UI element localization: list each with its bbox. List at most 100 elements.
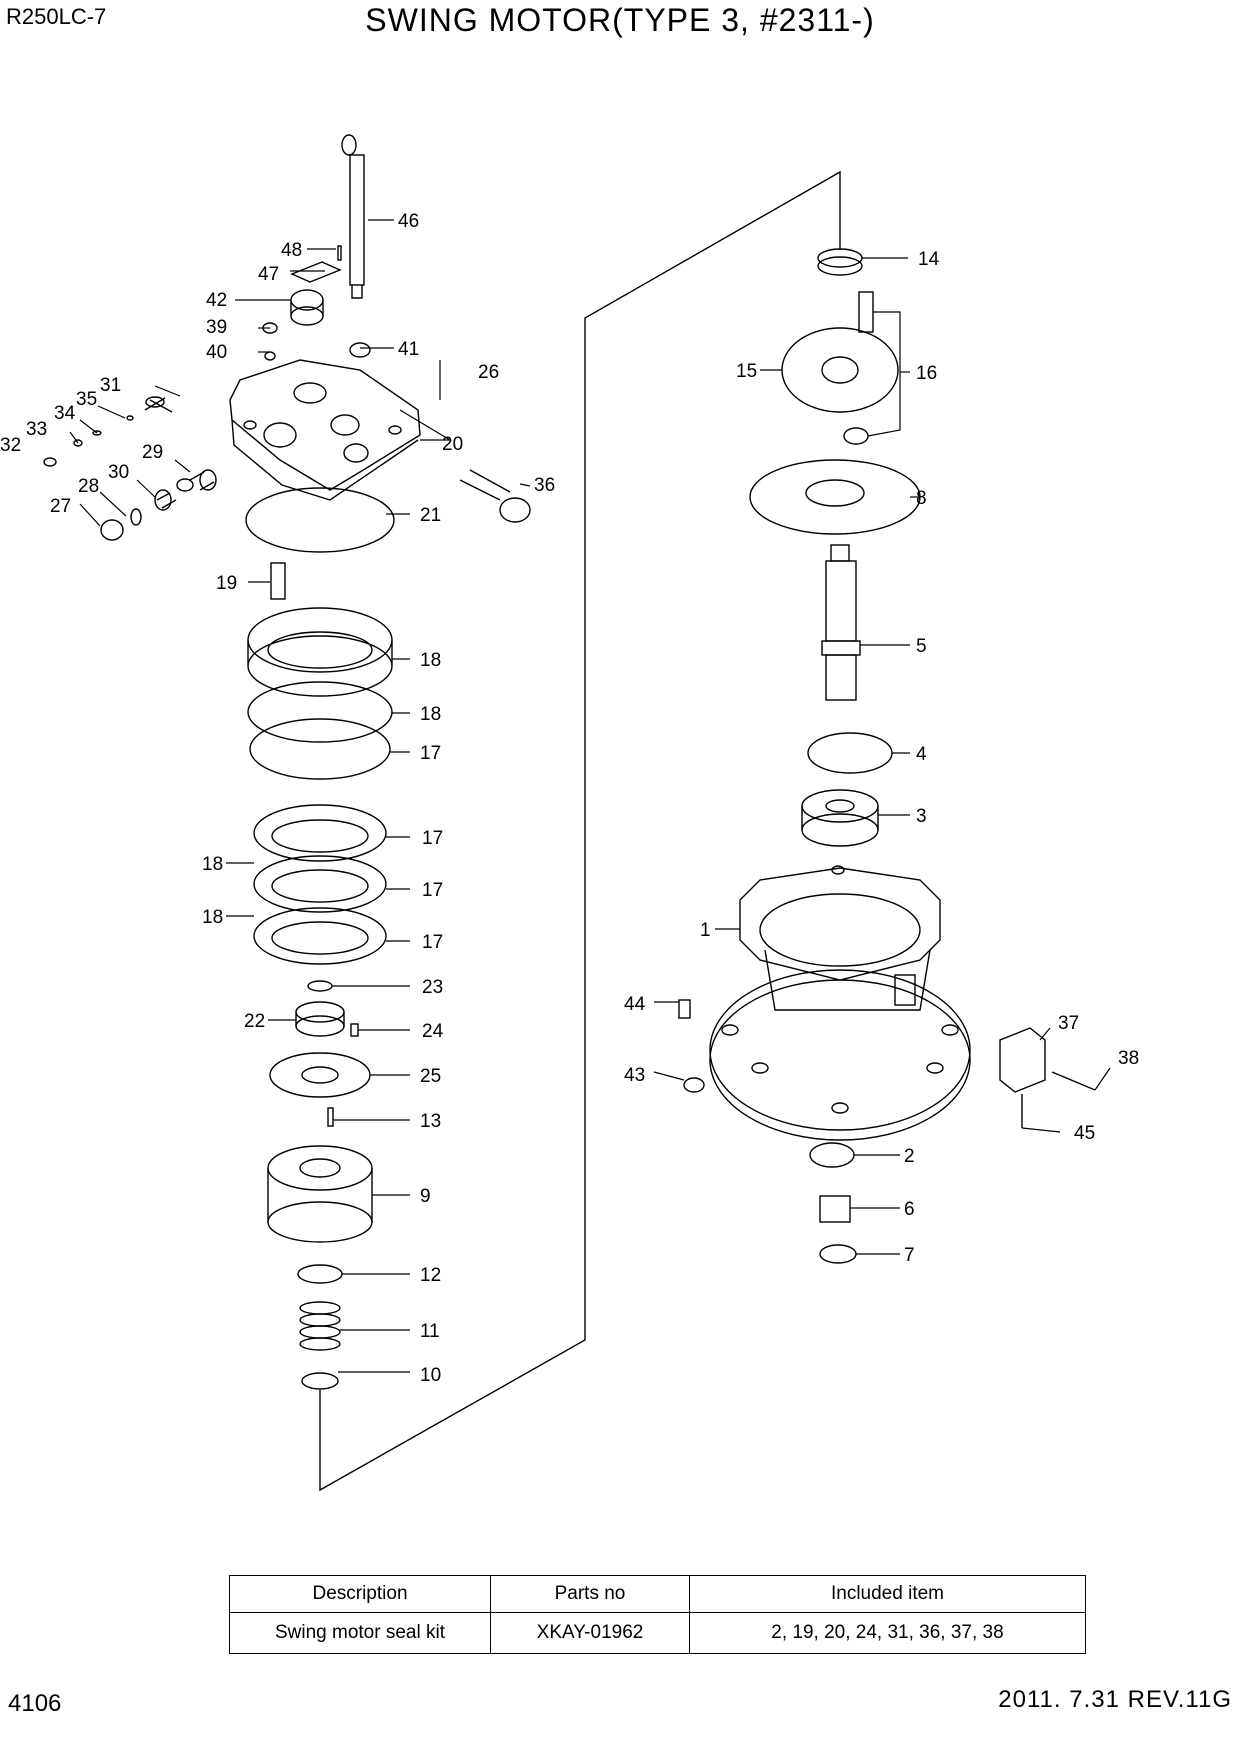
bearing-25 [295,1001,345,1037]
bolt-41 [1051,1071,1096,1091]
o-ring-24 [245,487,395,553]
friction-plates-17-18 [253,804,387,965]
callout-29: 26 [478,362,499,383]
cell-parts-no: XKAY-01962 [490,1612,690,1654]
callout-22: 19 [216,573,237,594]
callout-19: 17 [420,743,441,764]
callout-10: 10 [420,1365,441,1386]
callout-44: 41 [398,339,419,360]
brake-piston-21 [247,607,393,697]
callout-17-a: 17 [422,828,443,849]
col-header-parts-no: Parts no [490,1575,690,1613]
callout-11: 11 [420,1321,440,1342]
callout-40: 37 [1058,1013,1079,1034]
snap-ring-26 [307,980,333,992]
o-ring-20 [247,681,393,743]
relief-valve-side-parts [43,396,531,541]
callout-51: 48 [281,240,302,261]
callout-15: 15 [736,361,757,382]
callout-2: 2 [904,1146,915,1167]
cell-included-item: 2, 19, 20, 24, 31, 36, 37, 38 [689,1612,1086,1654]
snap-ring-4 [807,732,893,774]
bearing-14 [817,248,863,276]
callout-37: 34 [54,403,76,424]
callout-43: 40 [206,342,227,363]
callout-36: 33 [26,419,47,440]
bearing-3 [801,789,879,847]
bearing-2 [809,1142,855,1168]
thrust-plate-8 [749,459,921,535]
callout-47: 44 [624,994,646,1015]
washer-10 [301,1372,339,1390]
page-number: 4106 [8,1690,62,1717]
callout-23: 20 [442,434,463,455]
cell-description: Swing motor seal kit [229,1612,491,1654]
spring-22 [270,562,286,600]
callout-3: 3 [916,806,927,827]
table-header-row: Description Parts no Included item [229,1575,1086,1613]
leader-lines [69,219,1111,1373]
callout-42: 39 [206,317,227,338]
plug-46 [683,1077,705,1093]
callout-50: 47 [258,264,279,285]
callout-17-c: 17 [422,932,443,953]
casing-1 [709,865,971,1141]
table-row: Swing motor seal kit XKAY-01962 2, 19, 2… [229,1612,1086,1654]
o-ring-19 [249,718,391,780]
parking-brake-valve-group [262,134,371,361]
callout-6: 6 [904,1199,915,1220]
valve-plate-28 [269,1052,371,1098]
retainer-plate-15 [781,327,899,413]
model-label: R250LC-7 [6,4,107,29]
snap-ring-7 [819,1244,857,1264]
callout-5: 5 [916,636,927,657]
callout-35: 32 [0,435,21,456]
col-header-description: Description [229,1575,491,1613]
revision-label: 2011. 7.31 REV.11G [998,1686,1232,1713]
valve-casing-23 [229,359,421,501]
callout-33: 30 [108,462,129,483]
callout-39: 36 [534,475,555,496]
seal-kit-table: Description Parts no Included item Swing… [229,1575,1086,1654]
pin-27 [350,1023,359,1037]
callout-20: 18 [420,704,441,725]
callout-32: 29 [142,442,163,463]
col-header-included-item: Included item [689,1575,1086,1613]
callout-21: 18 [420,650,441,671]
callout-14: 14 [918,249,940,270]
cylinder-block-9 [267,1145,373,1243]
callout-27: 24 [422,1021,444,1042]
callout-24: 21 [420,505,441,526]
callout-1: 1 [700,920,711,941]
spacer-6 [819,1195,851,1223]
callout-31: 28 [78,476,99,497]
assembly-connector-line [319,170,841,1492]
callout-25: 22 [244,1011,265,1032]
callout-4: 4 [916,744,927,765]
snap-ring-12 [297,1264,343,1284]
drive-shaft-5 [821,544,861,701]
valve-block-40 [999,1027,1046,1093]
callout-46: 43 [624,1065,645,1086]
callout-9: 9 [420,1186,431,1207]
callout-18-b: 18 [202,907,223,928]
spring-11 [299,1301,341,1351]
callout-18-a: 18 [202,854,223,875]
callout-49: 46 [398,211,419,232]
callout-38: 35 [76,389,97,410]
callout-45: 42 [206,290,227,311]
callout-28: 25 [420,1066,441,1087]
callout-7: 7 [904,1245,915,1266]
callout-numbers: 46 48 47 42 39 40 41 26 20 36 31 35 34 3… [0,211,1139,1386]
callout-48: 45 [1074,1123,1095,1144]
callout-8: 8 [916,488,927,509]
pin-13 [327,1107,334,1127]
callout-12: 12 [420,1265,441,1286]
callout-13: 13 [420,1111,441,1132]
callout-17-b: 17 [422,880,443,901]
callout-41: 38 [1118,1048,1139,1069]
callout-34: 31 [100,375,121,396]
callout-16: 16 [916,363,937,384]
callout-30: 27 [50,496,71,517]
